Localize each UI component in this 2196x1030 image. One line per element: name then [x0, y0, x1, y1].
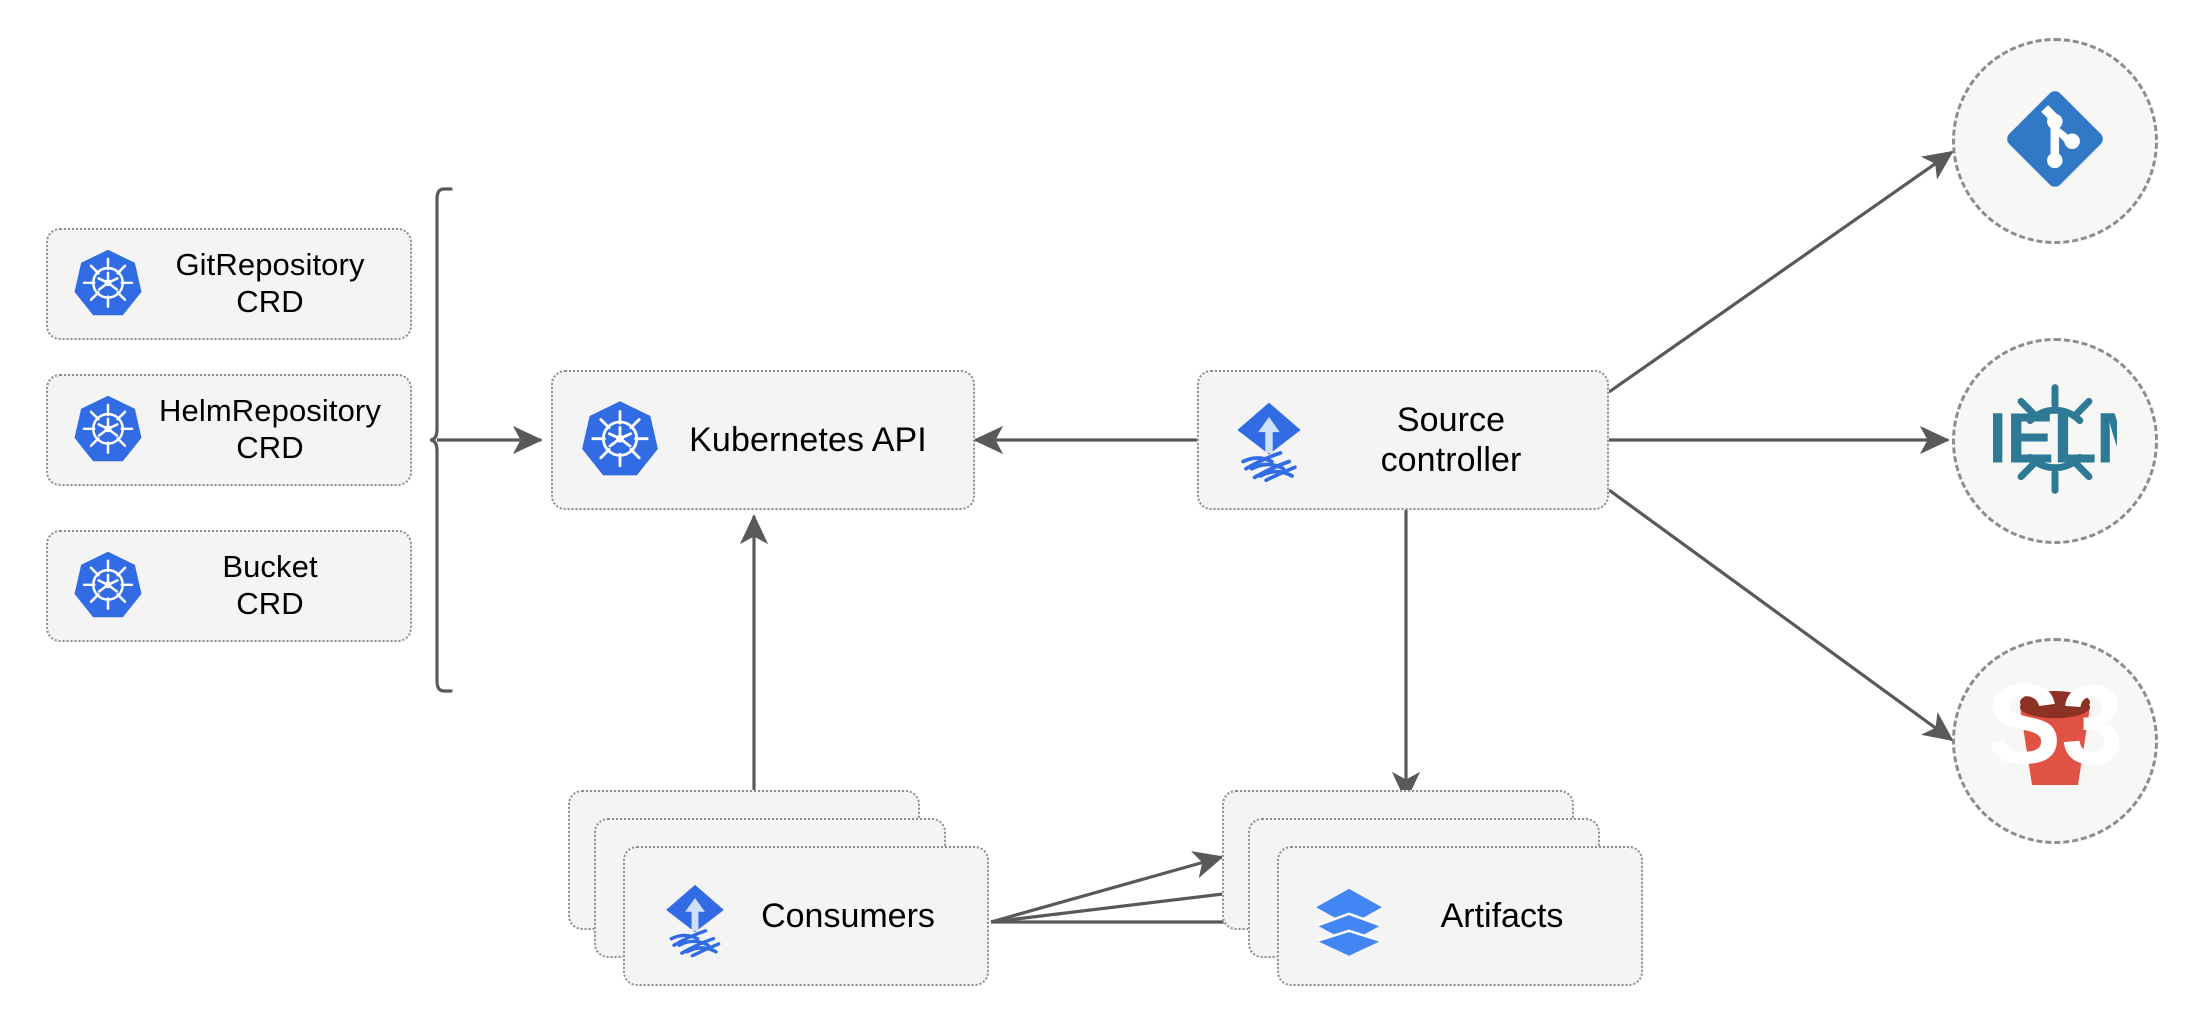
- kubernetes-api-label: Kubernetes API: [689, 420, 927, 459]
- git-external-node[interactable]: [1952, 38, 2158, 244]
- kubernetes-icon: [70, 548, 146, 624]
- edge-consumers-to-artifacts-1: [990, 851, 1224, 924]
- artifacts-stack[interactable]: Artifacts: [1222, 790, 1658, 990]
- helm-icon: HELM: [1955, 377, 2156, 506]
- crd-card-gitrepository[interactable]: GitRepository CRD: [46, 228, 412, 340]
- crd-group-bracket: [429, 187, 453, 693]
- source-controller-node[interactable]: Source controller: [1197, 370, 1609, 510]
- git-icon: [1996, 80, 2114, 203]
- source-controller-label: Source controller: [1380, 400, 1522, 479]
- flux-icon: [653, 877, 731, 958]
- crd-label: Bucket CRD: [222, 549, 318, 621]
- kubernetes-icon: [70, 246, 146, 322]
- crd-label: HelmRepository CRD: [159, 393, 381, 465]
- edge-source-controller-to-s3: [1608, 488, 1954, 742]
- helm-external-node[interactable]: HELM: [1952, 338, 2158, 544]
- crd-label: GitRepository CRD: [175, 247, 365, 319]
- kubernetes-icon: [70, 392, 146, 468]
- artifacts-label: Artifacts: [1440, 896, 1564, 935]
- crd-card-helmrepository[interactable]: HelmRepository CRD: [46, 374, 412, 486]
- artifacts-card-front[interactable]: Artifacts: [1277, 846, 1643, 986]
- consumers-stack[interactable]: Consumers: [568, 790, 1004, 990]
- edge-source-controller-to-git: [1608, 150, 1954, 394]
- s3-external-node[interactable]: S3: [1952, 638, 2158, 844]
- s3-bucket-icon: S3: [1987, 662, 2124, 808]
- edge-consumers-to-artifacts-2: [990, 879, 1258, 924]
- consumers-label: Consumers: [761, 896, 935, 935]
- flux-icon: [1223, 394, 1315, 486]
- layers-icon: [1307, 877, 1385, 956]
- s3-label: S3: [1991, 675, 2119, 787]
- kubernetes-api-node[interactable]: Kubernetes API: [551, 370, 975, 510]
- consumers-card-front[interactable]: Consumers: [623, 846, 989, 986]
- crd-card-bucket[interactable]: Bucket CRD: [46, 530, 412, 642]
- kubernetes-icon: [577, 397, 663, 483]
- helm-label: HELM: [1993, 398, 2117, 478]
